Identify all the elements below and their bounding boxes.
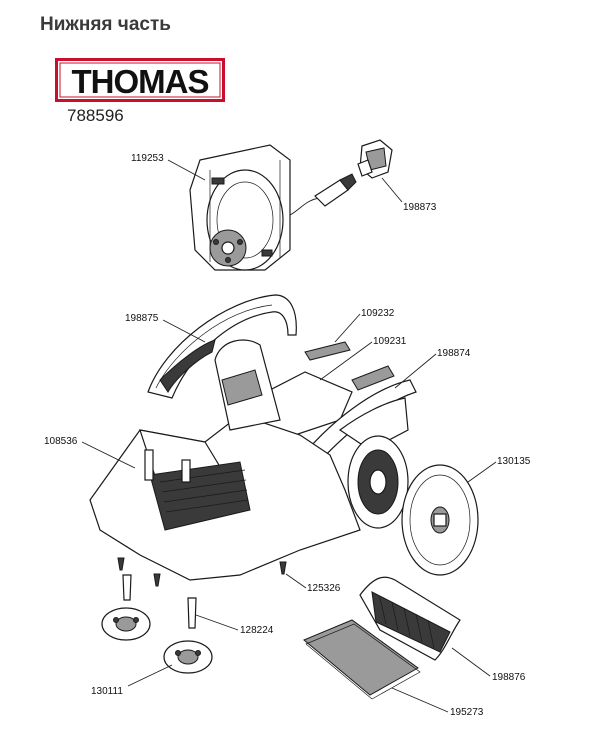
left-cover-part	[147, 294, 297, 399]
part-label-119253: 119253	[131, 153, 164, 164]
part-label-198875: 198875	[125, 313, 159, 324]
part-label-198874: 198874	[437, 348, 471, 359]
part-label-109232: 109232	[361, 308, 395, 319]
part-label-109231: 109231	[373, 336, 407, 347]
part-label-128224: 128224	[240, 625, 274, 636]
inner-wheel-part	[347, 435, 409, 529]
page-title: Нижняя часть	[40, 14, 171, 35]
grille-part	[359, 576, 461, 661]
thomas-logo: THOMAS	[55, 58, 225, 102]
model-number: 788596	[67, 106, 124, 125]
part-label-130135: 130135	[497, 456, 531, 467]
cable-reel-part	[189, 144, 357, 271]
part-label-130111: 130111	[91, 686, 123, 697]
exploded-parts-diagram: 119253 198873 198875 109232 109231 19887…	[44, 139, 531, 718]
part-label-125326: 125326	[307, 583, 341, 594]
castor-wheels	[101, 607, 213, 674]
brand-text: THOMAS	[72, 63, 209, 100]
wheel-part	[401, 464, 479, 576]
filter-pad-part	[303, 619, 419, 696]
part-label-195273: 195273	[450, 707, 484, 718]
part-label-108536: 108536	[44, 436, 78, 447]
plug-socket-part	[357, 139, 393, 179]
filter-strip-part	[304, 341, 351, 361]
part-label-198876: 198876	[492, 672, 526, 683]
screws	[117, 557, 287, 601]
axle-pin-part	[187, 597, 197, 629]
base-chassis-part	[89, 339, 361, 581]
part-label-198873: 198873	[403, 202, 437, 213]
right-cover-part	[293, 365, 417, 471]
